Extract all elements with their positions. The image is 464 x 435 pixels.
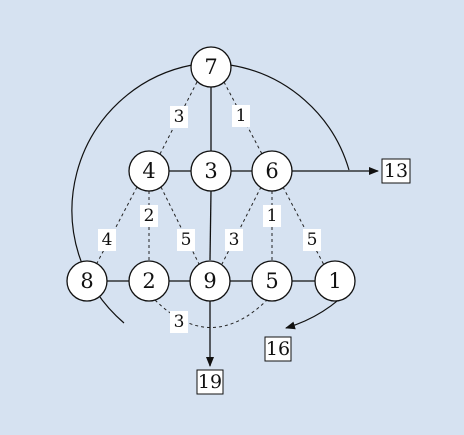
svg-text:3: 3 [174,107,185,127]
dashed-mid-left-bot-3 [160,186,200,265]
svg-text:5: 5 [181,230,192,250]
svg-text:5: 5 [265,269,278,293]
svg-text:7: 7 [204,55,217,79]
weight-label: 1 [232,105,250,127]
node-top: 7 [190,46,232,88]
edge-mid-center-bot-3 [209,190,212,261]
weight-label: 5 [303,229,321,251]
svg-text:4: 4 [142,159,155,183]
output-box-right: 13 [381,158,411,184]
svg-text:1: 1 [236,106,247,126]
node-bot-2: 2 [128,260,170,302]
svg-text:4: 4 [102,230,113,250]
svg-text:3: 3 [174,312,185,332]
dashed-mid-right-bot-3 [221,186,262,265]
weight-label: 1 [263,205,281,227]
svg-text:1: 1 [267,206,278,226]
weight-label: 3 [225,229,243,251]
svg-text:19: 19 [198,371,222,393]
dashed-top-mid-left [159,81,198,155]
weight-label: 3 [170,311,188,333]
svg-text:1: 1 [328,269,341,293]
svg-text:16: 16 [266,338,290,360]
svg-text:13: 13 [384,160,408,182]
node-mid-right: 6 [251,150,293,192]
output-box-bottom-right: 16 [264,336,292,362]
svg-text:9: 9 [203,269,216,293]
node-bot-4: 5 [251,260,293,302]
dashed-mid-left-bot-1 [95,186,138,266]
weight-label: 3 [170,106,188,128]
svg-text:2: 2 [142,269,155,293]
node-mid-left: 4 [128,150,170,192]
weight-label: 4 [98,229,116,251]
output-box-bottom: 19 [196,369,224,395]
svg-text:6: 6 [265,159,278,183]
node-bot-5: 1 [314,260,356,302]
node-bot-3: 9 [189,260,231,302]
svg-text:3: 3 [204,159,217,183]
node-bot-1: 8 [66,260,108,302]
weight-label: 2 [140,205,158,227]
outer-arc-right [229,64,350,171]
dashed-mid-right-bot-5 [282,186,325,266]
weight-label: 5 [177,229,195,251]
node-mid-center: 3 [190,150,232,192]
svg-text:5: 5 [307,230,318,250]
svg-text:3: 3 [229,230,240,250]
svg-text:2: 2 [144,206,155,226]
svg-text:8: 8 [80,269,93,293]
dashed-top-mid-right [223,81,263,155]
